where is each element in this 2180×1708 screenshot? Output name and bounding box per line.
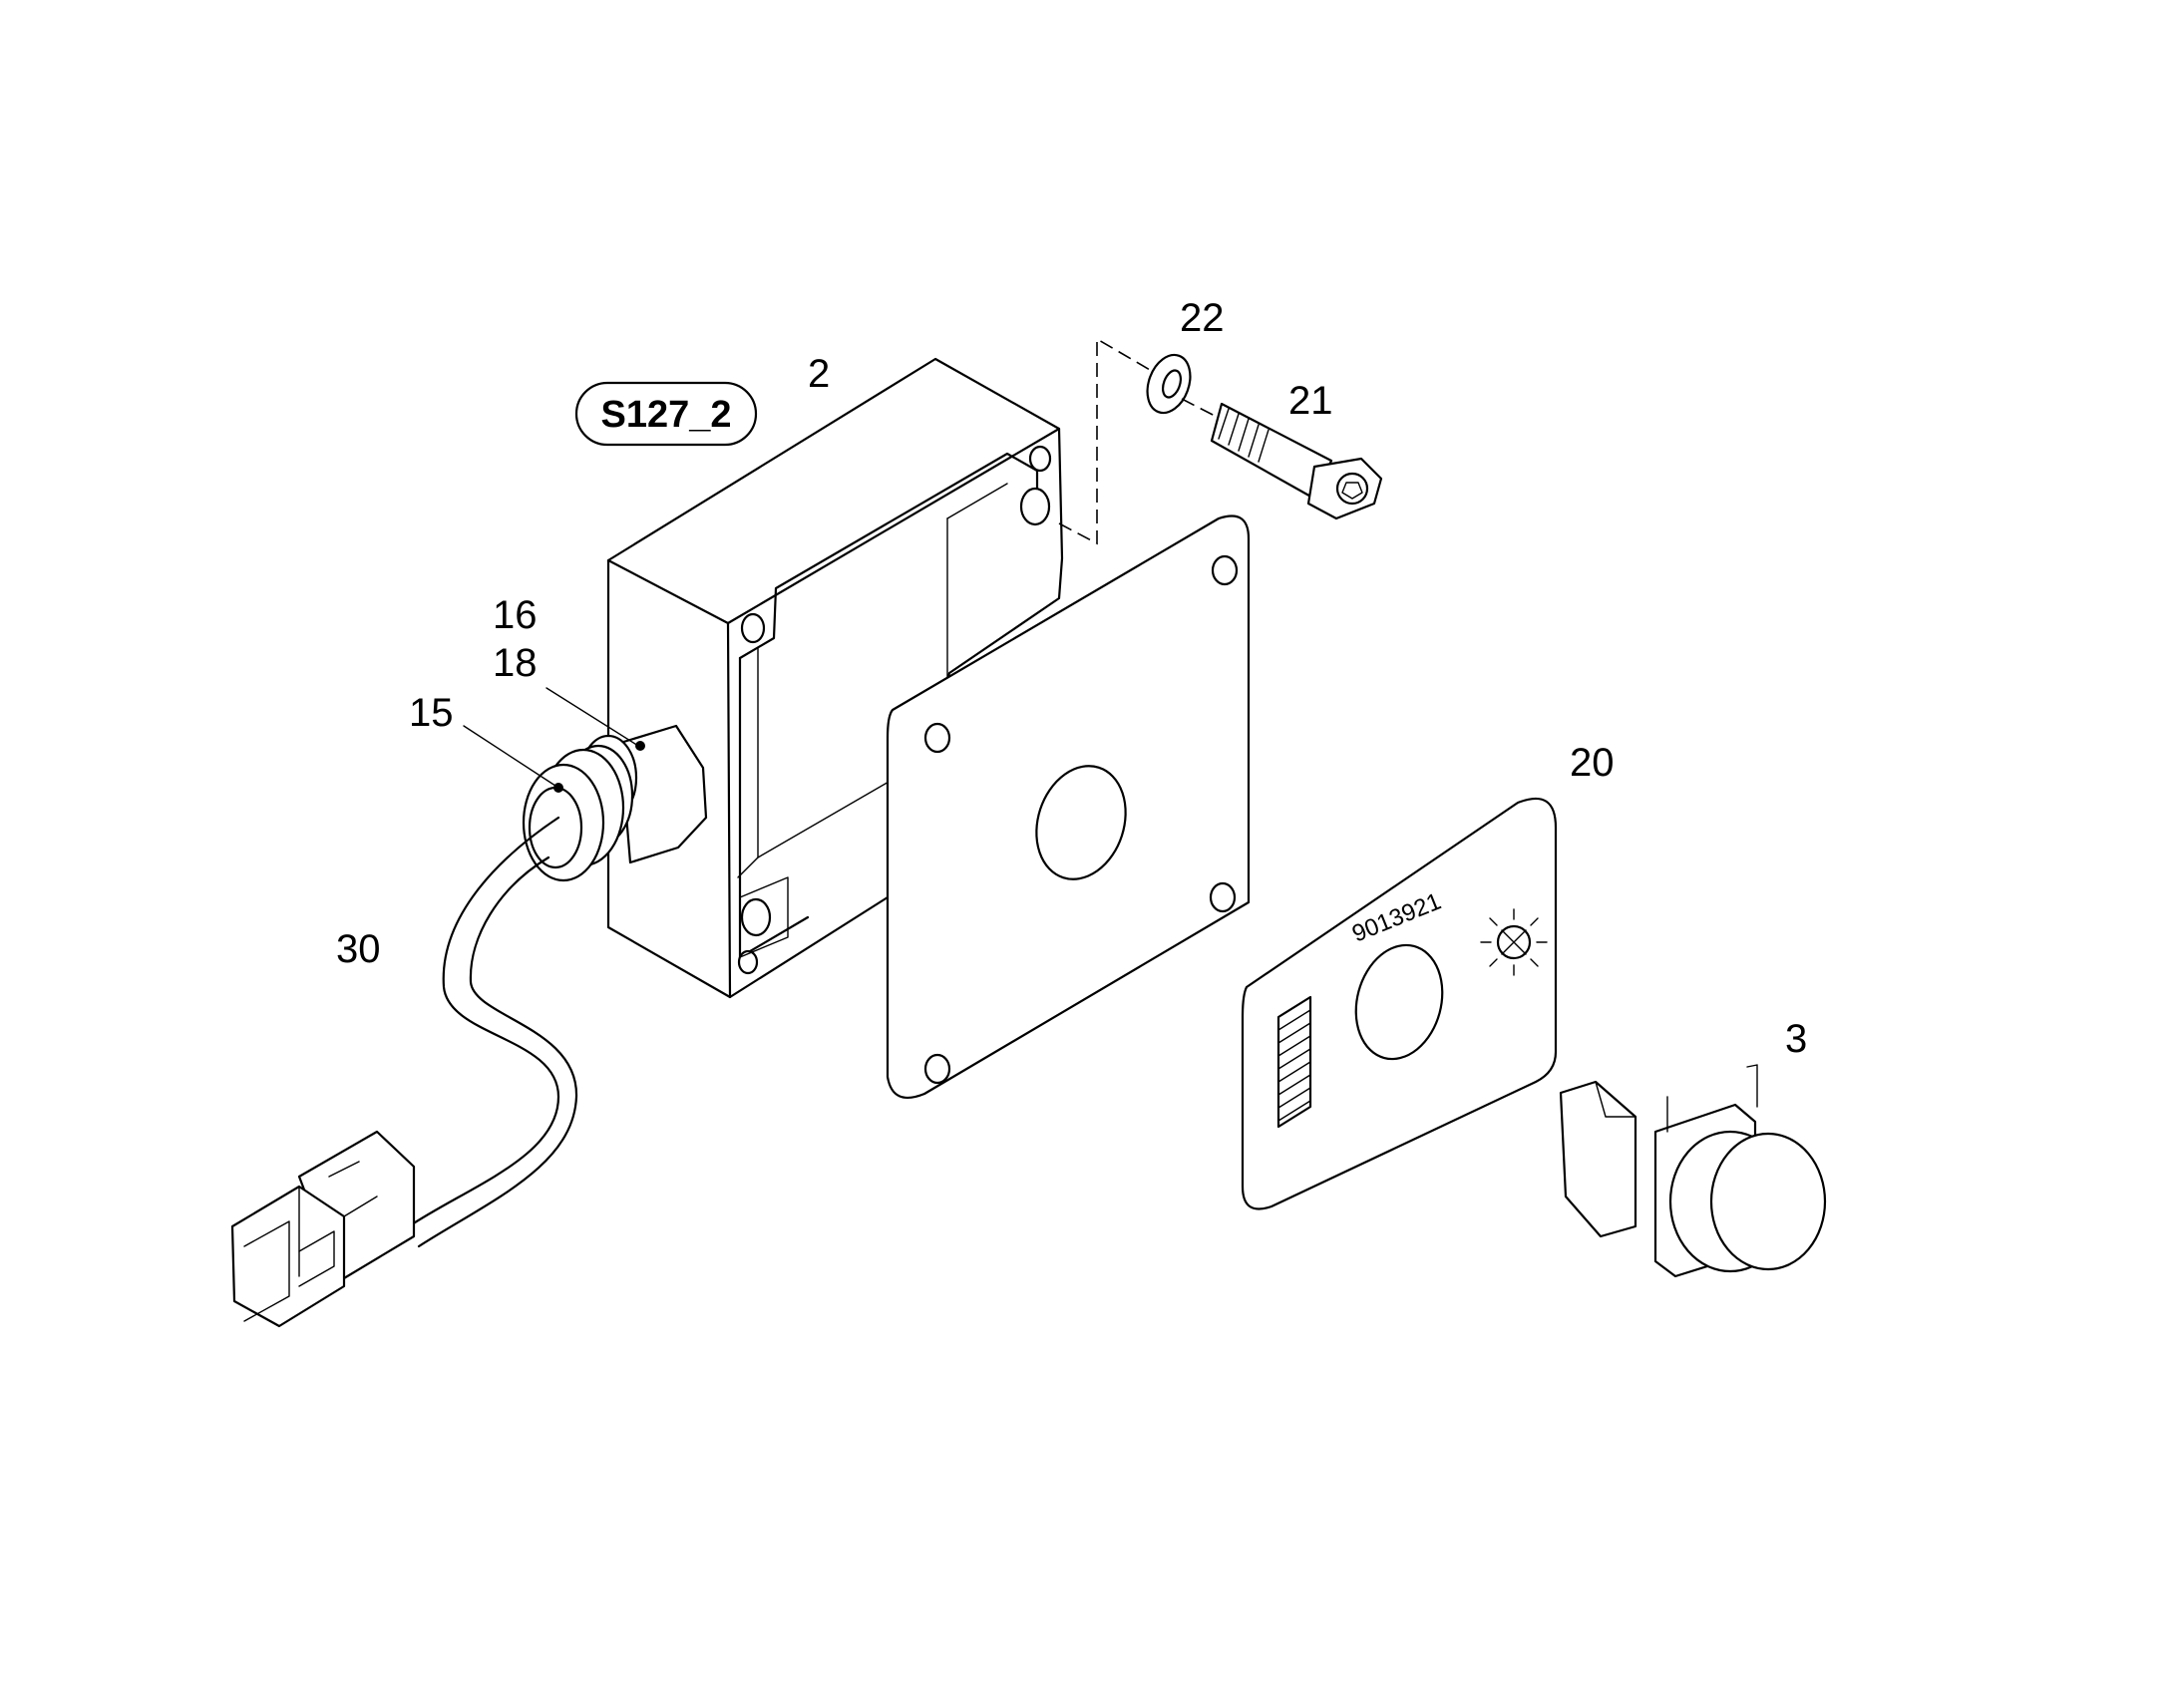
housing [606, 357, 1064, 999]
leader-lines [463, 687, 639, 789]
cable-gland [522, 724, 708, 882]
callout-20: 20 [1570, 741, 1615, 785]
sun-icon [1480, 908, 1548, 976]
assembly-line [1058, 337, 1158, 545]
screw [1210, 402, 1383, 520]
reference-tag: S127_2 [574, 381, 758, 447]
callout-22: 22 [1180, 296, 1225, 340]
cable [407, 816, 578, 1248]
callout-21: 21 [1288, 379, 1333, 423]
connector [230, 1130, 416, 1328]
callout-3: 3 [1785, 1017, 1807, 1061]
reference-tag-text: S127_2 [600, 394, 731, 436]
label-plate: 9013921 [1241, 797, 1558, 1210]
callout-15: 15 [409, 691, 454, 735]
callout-18: 18 [493, 641, 538, 685]
callout-16: 16 [493, 593, 538, 637]
callout-30: 30 [336, 927, 381, 971]
callout-2: 2 [808, 352, 830, 396]
cover-plate [886, 514, 1251, 1099]
washer [1146, 353, 1192, 415]
push-button [1559, 1064, 1827, 1278]
bar-scale-icon [1276, 995, 1312, 1129]
